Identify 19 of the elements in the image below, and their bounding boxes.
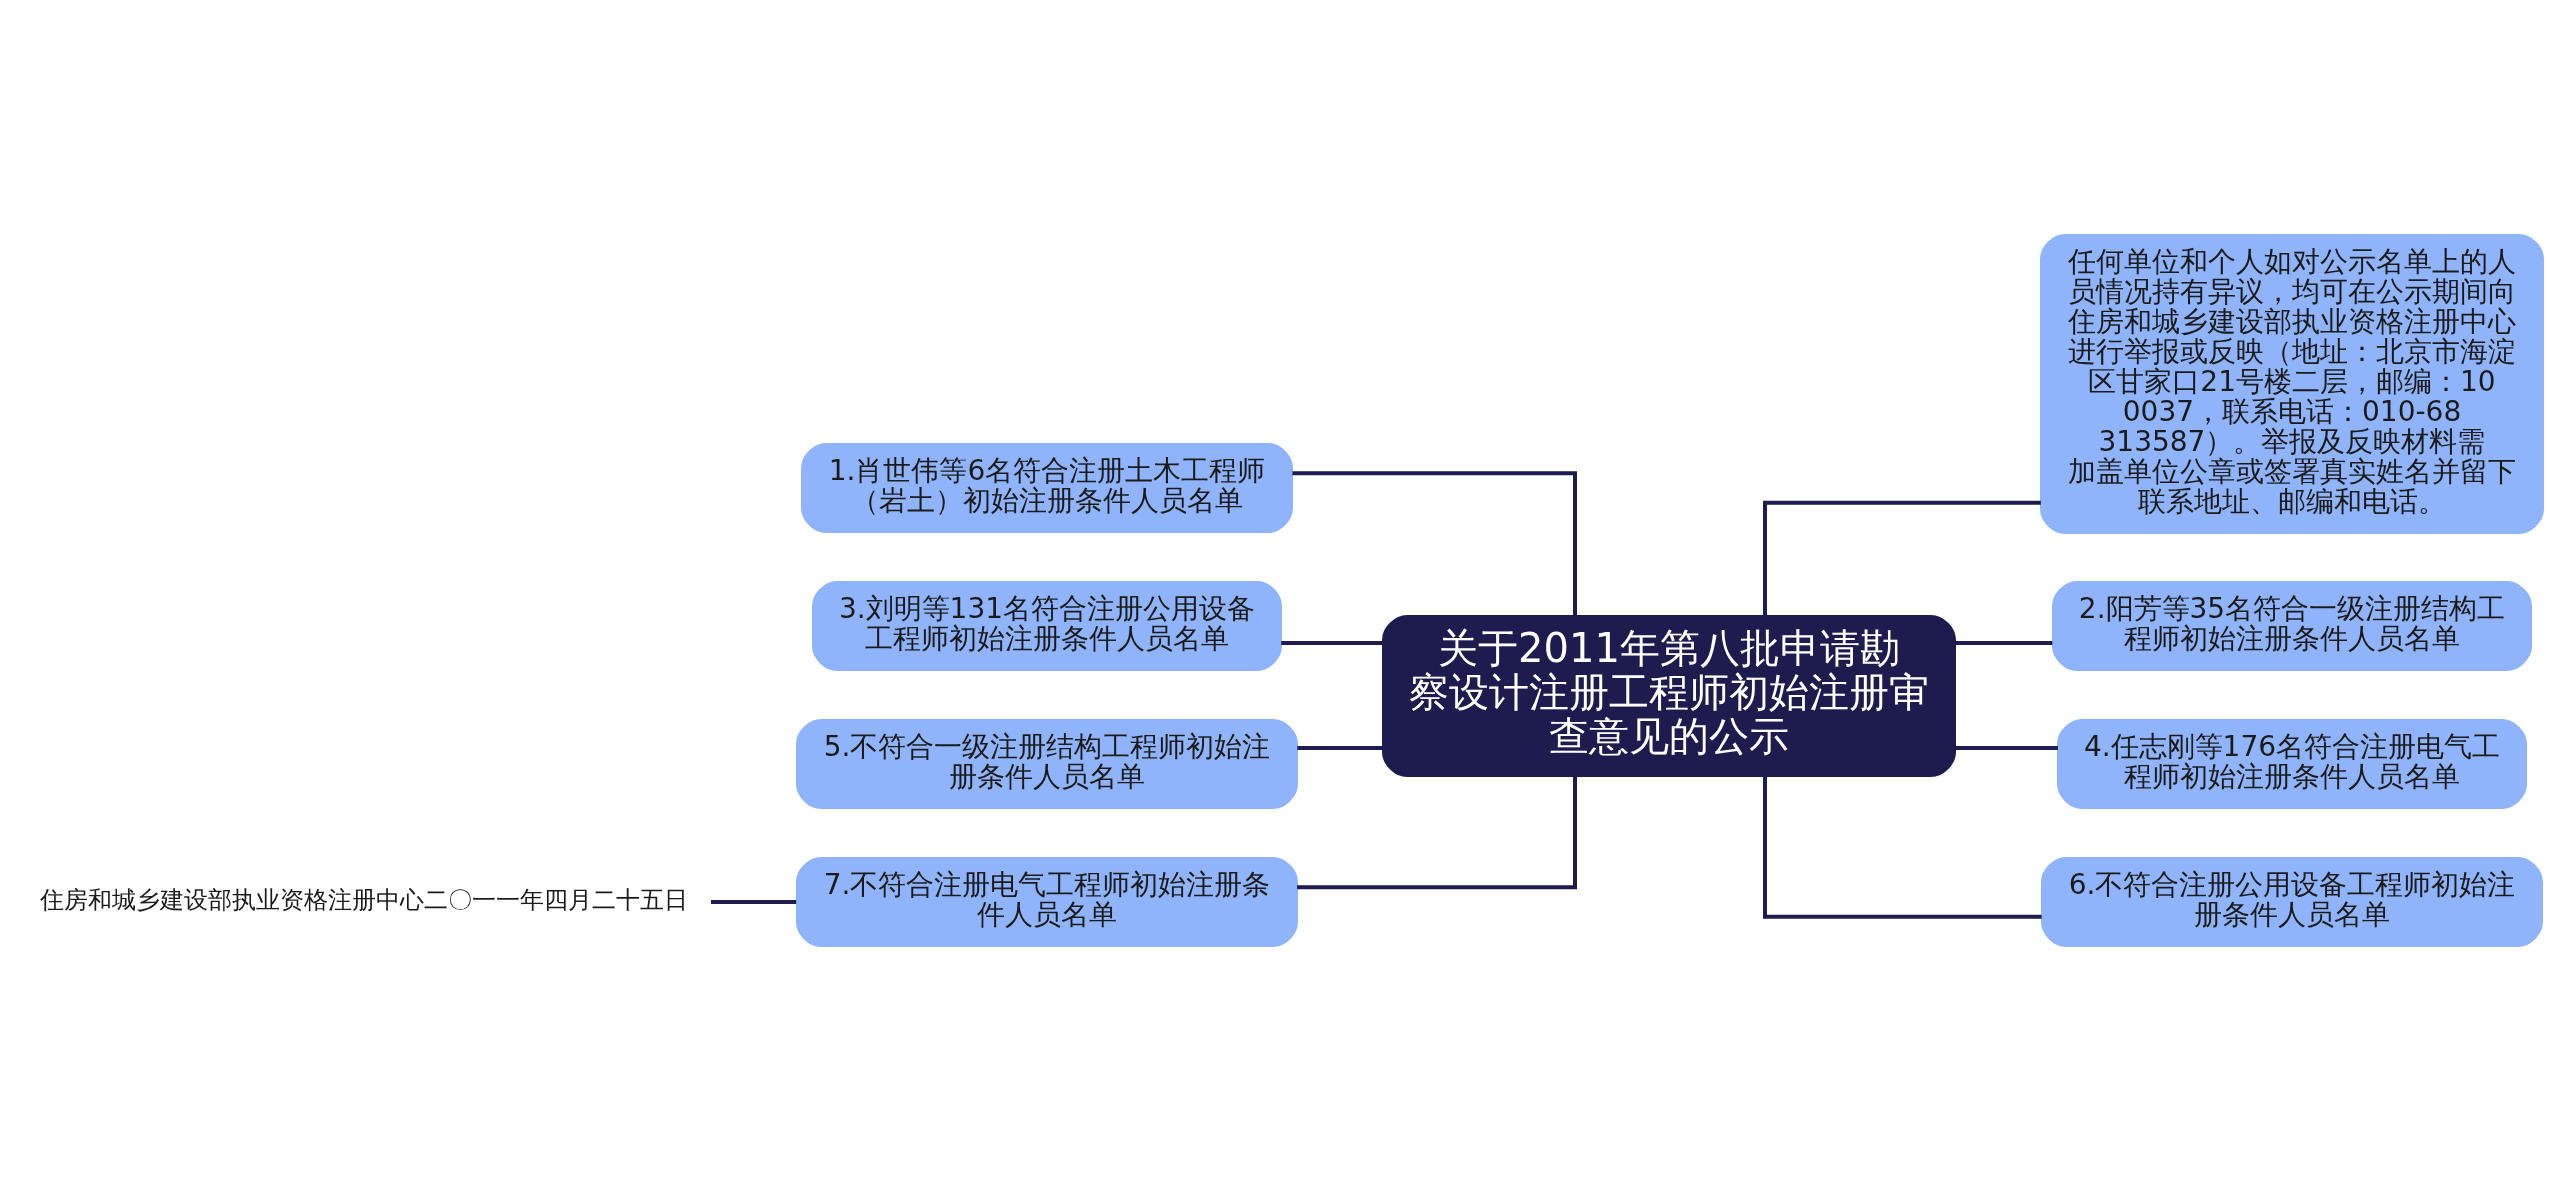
node-box: 3.刘明等131名符合注册公用设备工程师初始注册条件人员名单 bbox=[812, 581, 1282, 671]
connector bbox=[1763, 776, 2042, 919]
connector bbox=[711, 900, 797, 904]
node-box: 关于2011年第八批申请勘察设计注册工程师初始注册审查意见的公示 bbox=[1382, 615, 1956, 777]
node-box: 4.任志刚等176名符合注册电气工程师初始注册条件人员名单 bbox=[2057, 719, 2527, 809]
connector bbox=[1297, 776, 1577, 890]
connector bbox=[1955, 746, 2058, 750]
connector bbox=[1297, 746, 1383, 750]
node-box: 5.不符合一级注册结构工程师初始注册条件人员名单 bbox=[796, 719, 1298, 809]
connector bbox=[1281, 641, 1383, 645]
connector bbox=[1292, 471, 1577, 616]
connector bbox=[1955, 641, 2053, 645]
node-box: 2.阳芳等35名符合一级注册结构工程师初始注册条件人员名单 bbox=[2052, 581, 2532, 671]
node-box: 7.不符合注册电气工程师初始注册条件人员名单 bbox=[796, 857, 1298, 947]
node-box: 1.肖世伟等6名符合注册土木工程师（岩土）初始注册条件人员名单 bbox=[801, 443, 1293, 533]
connector bbox=[1763, 500, 2041, 616]
node-text: 住房和城乡建设部执业资格注册中心二〇一一年四月二十五日 bbox=[40, 886, 688, 915]
node-box: 6.不符合注册公用设备工程师初始注册条件人员名单 bbox=[2041, 857, 2543, 947]
node-box: 任何单位和个人如对公示名单上的人员情况持有异议，均可在公示期间向住房和城乡建设部执业资格注册中心进行举报或反映（地址：北京市海淀区甘家口21号楼二层，邮编：100037，联系电话：010-68313587）。举报及反映材料需加盖单位公章或签署真实姓名并留下联系地址、邮编和电话。 bbox=[2040, 234, 2544, 534]
